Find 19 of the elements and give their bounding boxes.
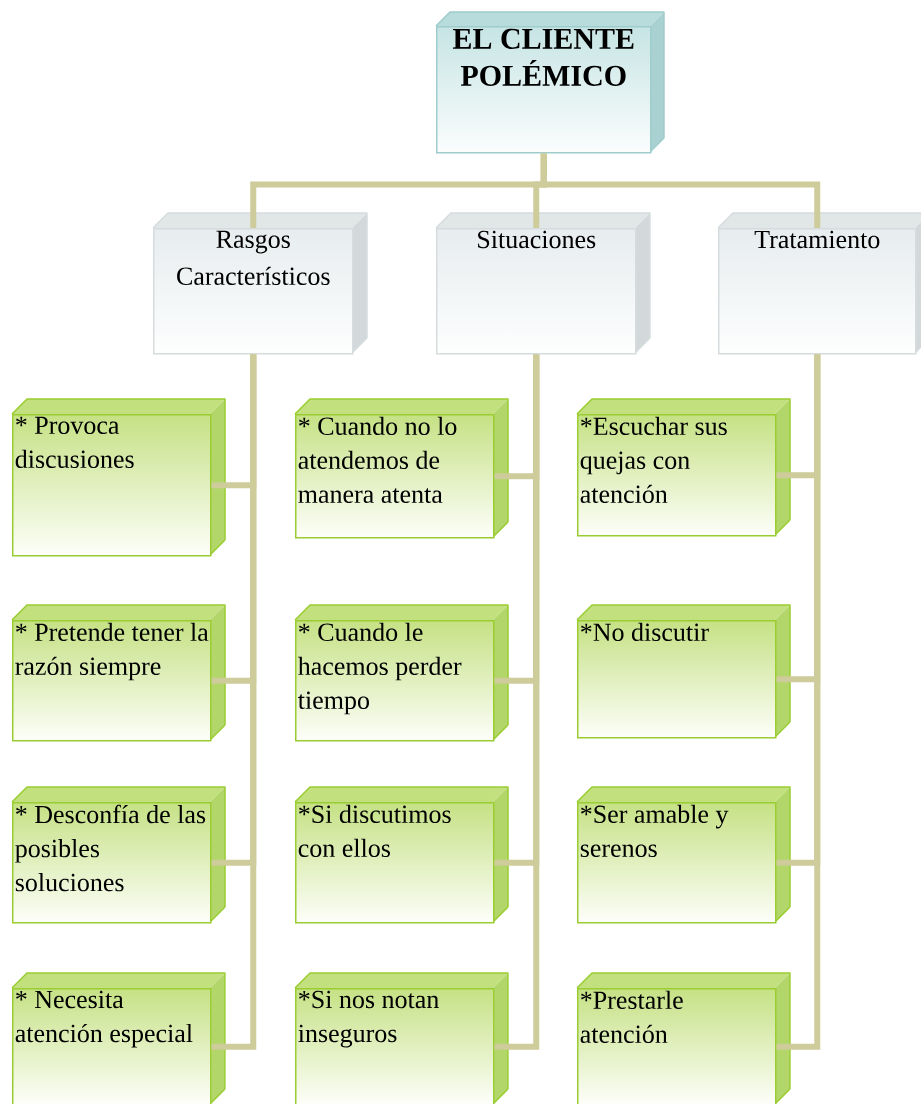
connector-line <box>211 354 257 1050</box>
connector-line <box>776 354 821 1050</box>
box: * Cuando le hacemos perder tiempo <box>294 604 509 742</box>
box: *Si discutimos con ellos <box>294 786 509 924</box>
box: * Pretende tener la razón siempre <box>11 604 226 742</box>
box: * Desconfía de las posibles soluciones <box>11 786 226 924</box>
box: *Prestarle atención <box>576 972 791 1104</box>
box: *Si nos notan inseguros <box>294 972 509 1104</box>
box: * Provoca discusiones <box>11 398 226 557</box>
box: Tratamiento <box>717 212 921 355</box>
box: Situaciones <box>435 212 651 355</box>
connector-line <box>494 354 540 1050</box>
box: *No discutir <box>576 604 791 739</box>
box: *Ser amable y serenos <box>576 786 791 924</box>
box: * Cuando no lo atendemos de manera atenta <box>294 398 509 539</box>
box: Rasgos Característicos <box>152 212 368 355</box>
box: EL CLIENTE POLÉMICO <box>435 11 665 154</box>
box: * Necesita atención especial <box>11 972 226 1104</box>
box: *Escuchar sus quejas con atención <box>576 398 791 537</box>
